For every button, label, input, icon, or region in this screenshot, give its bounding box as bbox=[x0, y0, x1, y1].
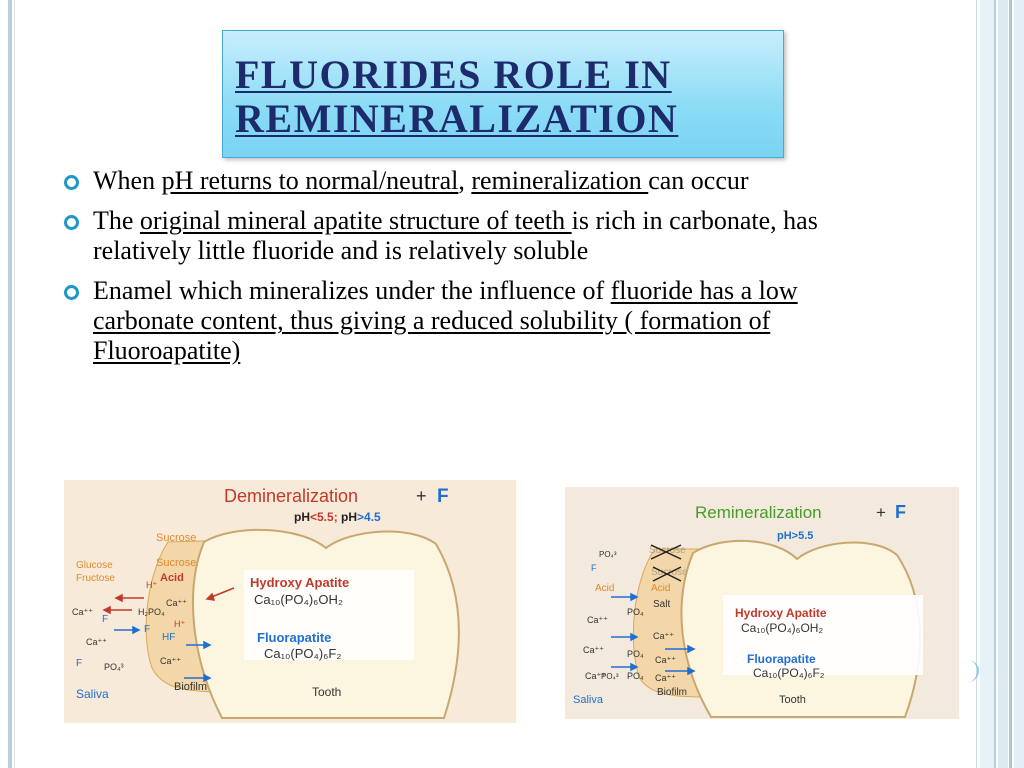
remin-title: Remineralization bbox=[695, 503, 822, 522]
bullet-text: When bbox=[93, 166, 162, 195]
left-border-rule-thin bbox=[14, 0, 15, 768]
edge-decoration bbox=[965, 660, 979, 682]
label-h2po4: H₂PO₄ bbox=[138, 607, 165, 617]
label-biofilm: Biofilm bbox=[174, 681, 207, 693]
bullet-item: When pH returns to normal/neutral, remin… bbox=[64, 166, 904, 196]
bullet-item: Enamel which mineralizes under the influ… bbox=[64, 276, 904, 366]
demin-ph-condition: pH<5.5; pH>4.5 bbox=[294, 510, 381, 524]
remineralization-diagram: Remineralization + F pH>5.5 Sucrose Sucr… bbox=[565, 487, 959, 719]
slide-title: FLUORIDES ROLE IN REMINERALIZATION bbox=[235, 53, 678, 141]
left-border-rule bbox=[8, 0, 12, 768]
label-saliva: Saliva bbox=[76, 687, 109, 701]
label-fluorapatite-formula: Ca₁₀(PO₄)₆F₂ bbox=[753, 666, 825, 680]
demineralization-figure: Demineralization + F pH<5.5; pH>4.5 Sucr… bbox=[64, 480, 516, 723]
remineralization-figure: Remineralization + F pH>5.5 Sucrose Sucr… bbox=[565, 487, 959, 719]
demineralization-diagram: Demineralization + F pH<5.5; pH>4.5 Sucr… bbox=[64, 480, 516, 723]
label-h-plus-2: H⁺ bbox=[174, 619, 185, 629]
label-po4-mid-2: PO₄ bbox=[627, 649, 644, 659]
label-po4-low-2: PO₄ bbox=[627, 671, 644, 681]
label-ca-1: Ca⁺⁺ bbox=[587, 615, 608, 625]
label-fluorapatite-formula: Ca₁₀(PO₄)₆F₂ bbox=[264, 646, 341, 661]
label-ca-6: Ca⁺⁺ bbox=[585, 671, 606, 681]
label-fluorapatite: Fluorapatite bbox=[257, 630, 331, 645]
label-hydroxy-apatite: Hydroxy Apatite bbox=[250, 575, 349, 590]
label-po4-top: PO₄³ bbox=[599, 550, 617, 559]
label-f: F bbox=[102, 614, 108, 625]
label-h-plus: H⁺ bbox=[146, 580, 157, 590]
demin-plus: + bbox=[416, 486, 427, 506]
right-border-stripes bbox=[976, 0, 1024, 768]
bullet-text-underlined: original mineral apatite structure of te… bbox=[139, 206, 572, 235]
label-po4: PO₄³ bbox=[104, 662, 124, 672]
label-ca-2: Ca⁺⁺ bbox=[160, 656, 181, 666]
remin-f-label: F bbox=[895, 502, 906, 522]
label-hydroxy-apatite: Hydroxy Apatite bbox=[735, 606, 827, 620]
ring-bullet-icon bbox=[64, 285, 79, 300]
label-saliva: Saliva bbox=[573, 694, 604, 706]
label-acid: Acid bbox=[160, 572, 184, 584]
bullet-text: can occur bbox=[648, 166, 749, 195]
label-sucrose: Sucrose bbox=[156, 532, 196, 544]
label-po4-mid: PO₄ bbox=[627, 607, 644, 617]
label-ca: Ca⁺⁺ bbox=[166, 598, 187, 608]
label-f-2: F bbox=[144, 624, 150, 635]
title-box: FLUORIDES ROLE IN REMINERALIZATION bbox=[222, 30, 784, 158]
label-tooth: Tooth bbox=[312, 685, 341, 699]
bullet-text: The bbox=[93, 206, 140, 235]
label-ca-5: Ca⁺⁺ bbox=[655, 673, 676, 683]
label-hf: HF bbox=[162, 632, 175, 643]
slide-title-line-2: REMINERALIZATION bbox=[235, 96, 679, 141]
bullet-text: is rich in carbonate, has relatively lit… bbox=[93, 206, 818, 265]
label-ca-left: Ca⁺⁺ bbox=[72, 607, 93, 617]
bullet-text-underlined: pH returns to normal/neutral bbox=[161, 166, 459, 195]
tooth-highlight bbox=[723, 595, 923, 675]
bullet-text-underlined: remineralization bbox=[471, 166, 649, 195]
label-tooth: Tooth bbox=[779, 694, 806, 706]
label-f: F bbox=[591, 563, 597, 573]
label-po4-low: PO₄³ bbox=[601, 672, 619, 681]
label-hydroxy-formula: Ca₁₀(PO₄)₆OH₂ bbox=[254, 592, 343, 607]
ring-bullet-icon bbox=[64, 175, 79, 190]
demin-f-label: F bbox=[437, 486, 449, 507]
demin-title: Demineralization bbox=[224, 486, 358, 506]
tooth-highlight bbox=[244, 570, 414, 660]
remin-ph-condition: pH>5.5 bbox=[777, 530, 813, 542]
label-ca-left-2: Ca⁺⁺ bbox=[86, 637, 107, 647]
bullet-text: Enamel which mineralizes under the influ… bbox=[93, 276, 611, 305]
label-acid: Acid bbox=[651, 583, 670, 594]
blue-arrows bbox=[611, 592, 696, 676]
label-ca-3: Ca⁺⁺ bbox=[583, 645, 604, 655]
blue-arrows bbox=[114, 625, 212, 683]
label-ca-2: Ca⁺⁺ bbox=[653, 631, 674, 641]
remin-plus: + bbox=[876, 503, 886, 522]
bullet-text: , bbox=[458, 166, 472, 195]
label-hydroxy-formula: Ca₁₀(PO₄)₆OH₂ bbox=[741, 621, 823, 635]
red-arrows bbox=[102, 587, 235, 615]
label-salt: Salt bbox=[653, 599, 670, 610]
bullet-text-underlined: fluoride has a low carbonate content, th… bbox=[93, 276, 798, 365]
slide-title-line-1: FLUORIDES ROLE IN bbox=[235, 52, 672, 97]
label-biofilm: Biofilm bbox=[657, 687, 687, 698]
bullet-item: The original mineral apatite structure o… bbox=[64, 206, 904, 266]
bullet-list: When pH returns to normal/neutral, remin… bbox=[64, 166, 904, 376]
label-ca-4: Ca⁺⁺ bbox=[655, 655, 676, 665]
label-glucose: Glucose bbox=[76, 560, 113, 571]
label-sucrose-2: Sucrose bbox=[156, 557, 196, 569]
label-f-3: F bbox=[76, 658, 82, 669]
label-fructose: Fructose bbox=[76, 573, 115, 584]
label-fluorapatite: Fluorapatite bbox=[747, 652, 816, 666]
label-acid-2: Acid bbox=[595, 583, 614, 594]
ring-bullet-icon bbox=[64, 215, 79, 230]
cross-out-marks bbox=[650, 544, 682, 582]
